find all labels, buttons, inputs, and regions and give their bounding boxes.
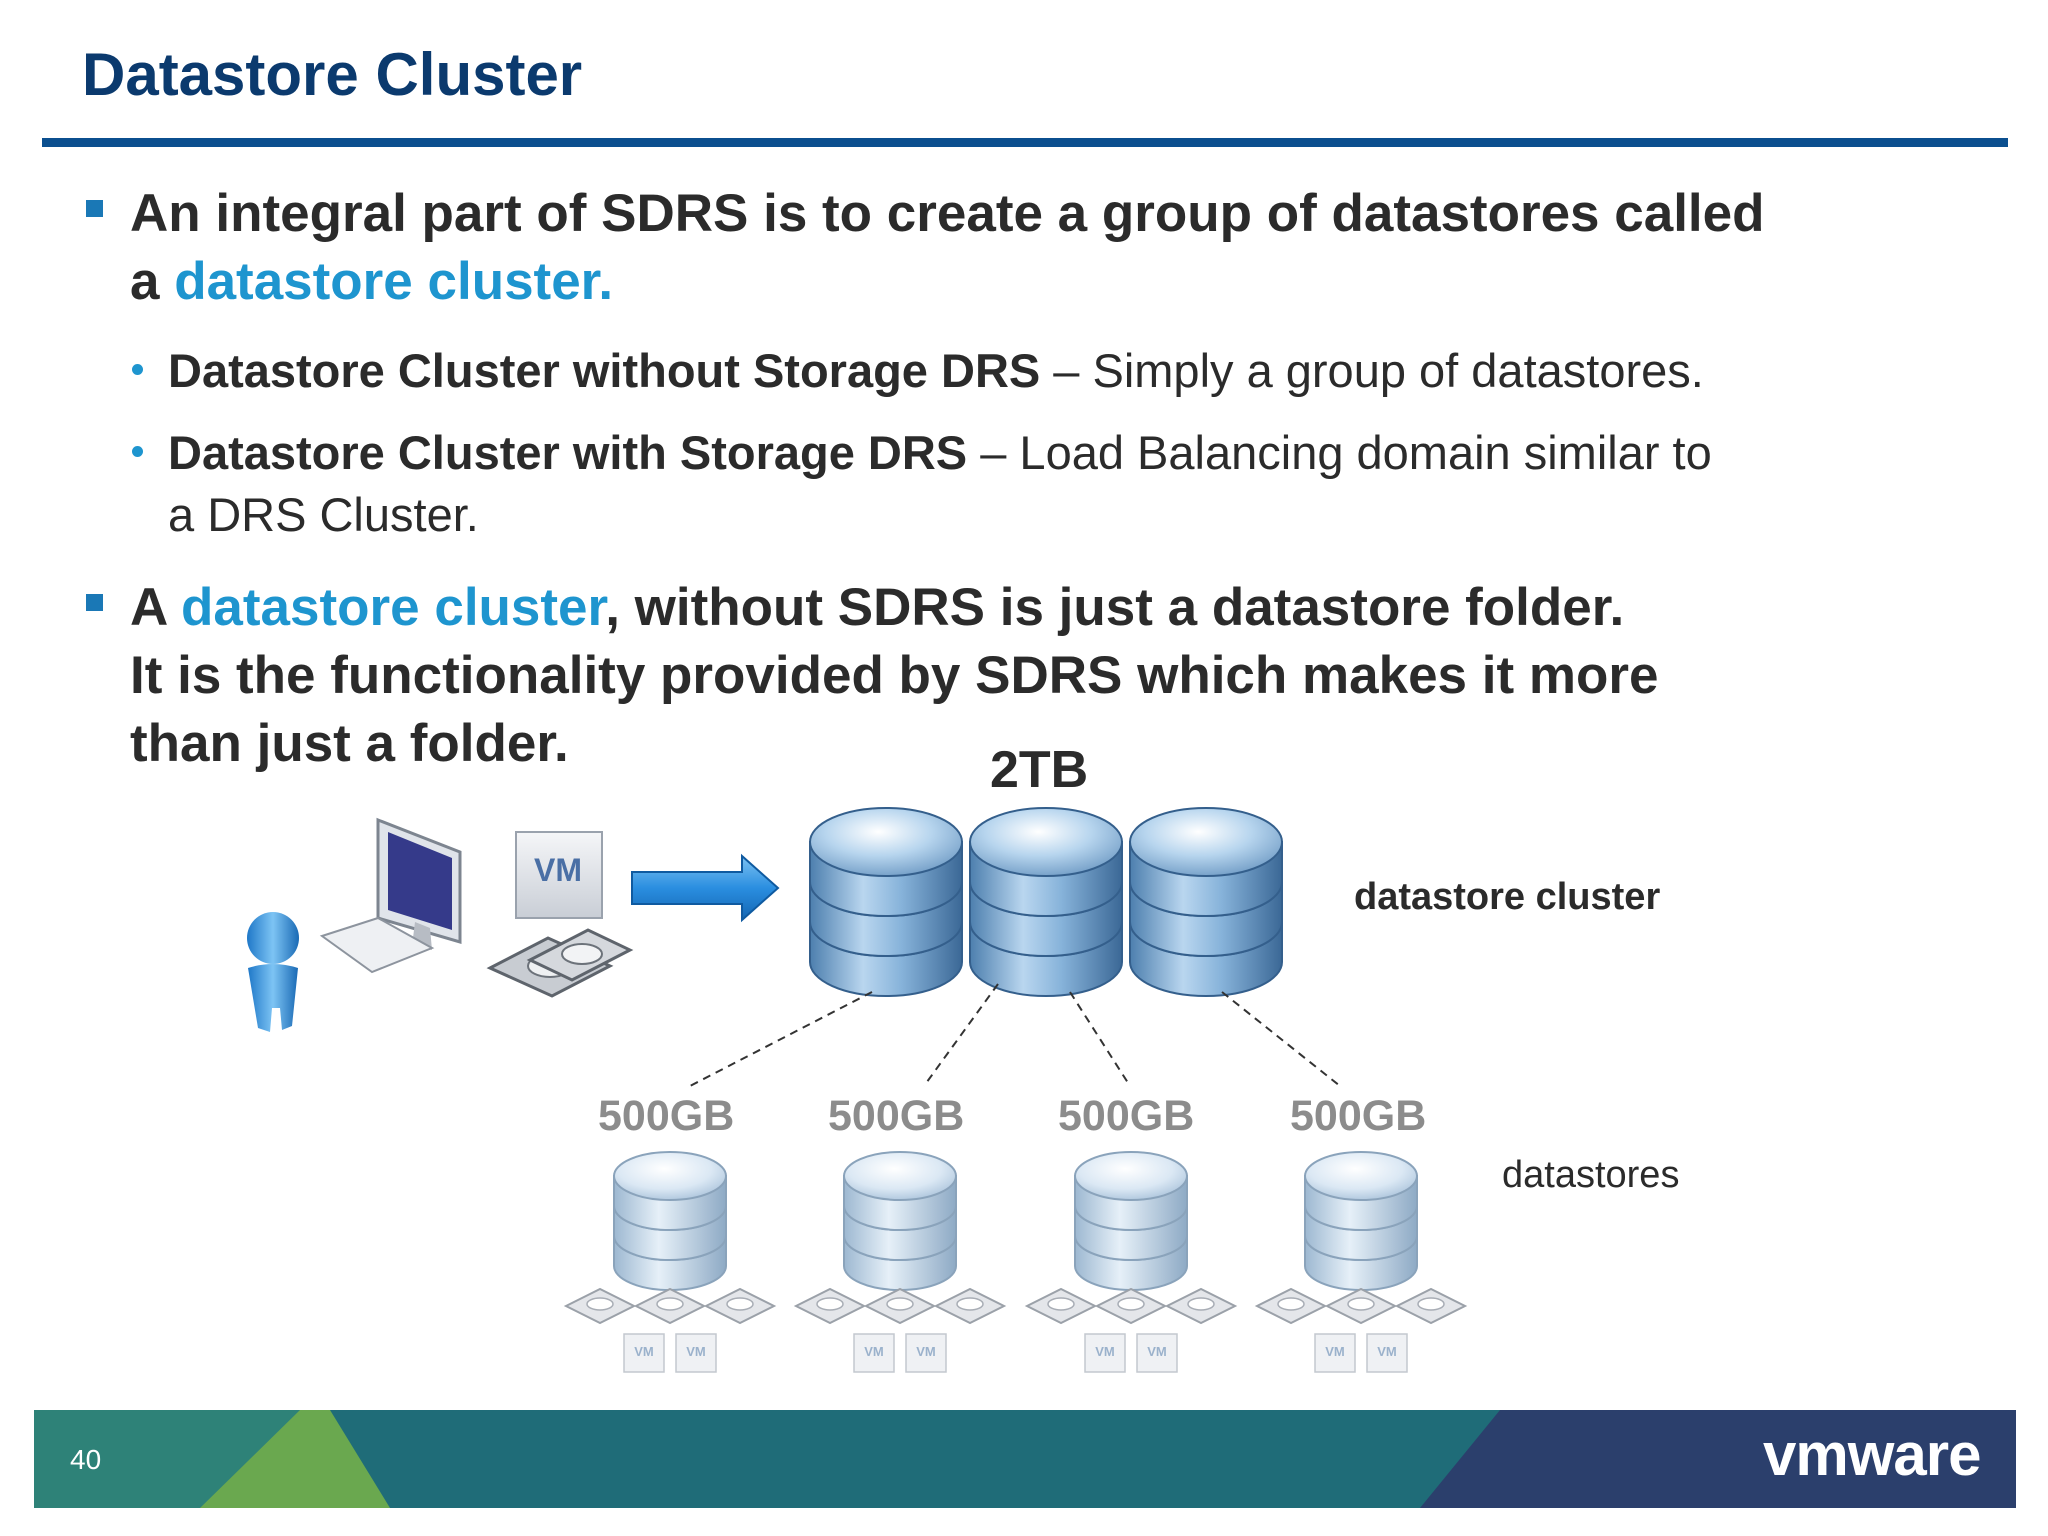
datastore-size-label: 500GB bbox=[1058, 1092, 1195, 1140]
sub-bullet-2-line-2: a DRS Cluster. bbox=[168, 488, 479, 541]
vm-badge-label: VM bbox=[534, 852, 582, 888]
hard-disk-icon bbox=[1324, 1287, 1398, 1325]
bullet-1-accent: datastore cluster. bbox=[174, 252, 614, 311]
datastore-size-label: 500GB bbox=[1290, 1092, 1427, 1140]
small-vm-label: VM bbox=[1377, 1344, 1397, 1359]
vmware-logo: vmware bbox=[1763, 1420, 1981, 1489]
vmware-logo-text: vmware bbox=[1763, 1421, 1981, 1488]
hard-disk-icon bbox=[633, 1287, 707, 1325]
bullet-2-line-1: A datastore cluster, without SDRS is jus… bbox=[130, 574, 1624, 642]
arrow-right-icon bbox=[631, 853, 780, 923]
hard-disk-icon bbox=[863, 1287, 937, 1325]
sub-bullet-dot-icon bbox=[132, 446, 143, 457]
bullet-2-line-3: than just a folder. bbox=[130, 714, 569, 773]
hard-disk-icon bbox=[486, 928, 634, 998]
small-vm-label: VM bbox=[1147, 1344, 1167, 1359]
bullet-1-line-2: a datastore cluster. bbox=[130, 248, 613, 316]
database-cylinder-icon bbox=[843, 1151, 957, 1291]
small-vm-label: VM bbox=[686, 1344, 706, 1359]
sub-bullet-dot-icon bbox=[132, 364, 143, 375]
hard-disk-icon bbox=[793, 1287, 867, 1325]
database-cylinder-icon bbox=[809, 807, 963, 997]
database-cylinder-icon bbox=[969, 807, 1123, 997]
database-cylinder-icon bbox=[1074, 1151, 1188, 1291]
database-cylinder-icon bbox=[613, 1151, 727, 1291]
small-vm-label: VM bbox=[864, 1344, 884, 1359]
small-vm-icon bbox=[1366, 1333, 1408, 1373]
hard-disk-icon bbox=[1394, 1287, 1468, 1325]
hard-disk-icon bbox=[563, 1287, 637, 1325]
bullet-1-line-1: An integral part of SDRS is to create a … bbox=[130, 184, 1765, 243]
sub-bullet-1-bold: Datastore Cluster without Storage DRS bbox=[168, 344, 1041, 397]
hard-disk-icon bbox=[703, 1287, 777, 1325]
datastores-label: datastores bbox=[1502, 1154, 1680, 1196]
small-vm-icon bbox=[1314, 1333, 1356, 1373]
small-vm-icon bbox=[853, 1333, 895, 1373]
hard-disk-icon bbox=[933, 1287, 1007, 1325]
slide-footer bbox=[34, 1410, 2016, 1508]
connector-lines bbox=[689, 983, 1341, 1087]
title-rule bbox=[42, 138, 2008, 147]
database-cylinder-icon bbox=[1304, 1151, 1418, 1291]
database-cylinder-icon bbox=[1129, 807, 1283, 997]
sub-bullet-2-rest: – Load Balancing domain similar to bbox=[967, 426, 1712, 479]
small-vm-icon bbox=[675, 1333, 717, 1373]
user-icon bbox=[247, 912, 299, 1032]
datastore-cluster-icon bbox=[809, 807, 1283, 997]
cluster-capacity-label: 2TB bbox=[990, 741, 1089, 799]
hard-disk-icon bbox=[1094, 1287, 1168, 1325]
vm-badge-icon bbox=[515, 831, 603, 919]
small-vm-icon bbox=[1084, 1333, 1126, 1373]
bullet-square-icon bbox=[86, 594, 103, 611]
sub-bullet-1-rest: – Simply a group of datastores. bbox=[1040, 344, 1704, 397]
hard-disk-icon bbox=[1254, 1287, 1328, 1325]
small-vm-icon bbox=[905, 1333, 947, 1373]
bullet-2-line-2: It is the functionality provided by SDRS… bbox=[130, 646, 1659, 705]
page-number: 40 bbox=[70, 1444, 102, 1475]
bullet-square-icon bbox=[86, 200, 103, 217]
datastore-size-label: 500GB bbox=[598, 1092, 735, 1140]
bullet-2-rest: , without SDRS is just a datastore folde… bbox=[605, 578, 1625, 637]
bullet-2-pre: A bbox=[130, 578, 182, 637]
datastores-icon bbox=[613, 1151, 1418, 1291]
datastore-size-label: 500GB bbox=[828, 1092, 965, 1140]
small-vm-icon bbox=[1136, 1333, 1178, 1373]
bullet-2-accent: datastore cluster bbox=[181, 578, 606, 637]
computer-icon bbox=[319, 817, 462, 974]
small-vm-label: VM bbox=[1095, 1344, 1115, 1359]
slide-title: Datastore Cluster bbox=[82, 41, 583, 108]
small-vm-label: VM bbox=[916, 1344, 936, 1359]
small-vm-icon bbox=[623, 1333, 665, 1373]
small-vm-label: VM bbox=[634, 1344, 654, 1359]
small-vm-label: VM bbox=[1325, 1344, 1345, 1359]
sub-bullet-1: Datastore Cluster without Storage DRS – … bbox=[168, 340, 1704, 402]
hard-disk-icon bbox=[1164, 1287, 1238, 1325]
sub-bullet-2-bold: Datastore Cluster with Storage DRS bbox=[168, 426, 968, 479]
sub-bullet-2: Datastore Cluster with Storage DRS – Loa… bbox=[168, 422, 1712, 484]
hard-disk-icon bbox=[1024, 1287, 1098, 1325]
bullet-1-line-2-text: a bbox=[130, 252, 175, 311]
datastore-cluster-label: datastore cluster bbox=[1354, 876, 1661, 918]
small-disks-icon bbox=[563, 1287, 1468, 1373]
